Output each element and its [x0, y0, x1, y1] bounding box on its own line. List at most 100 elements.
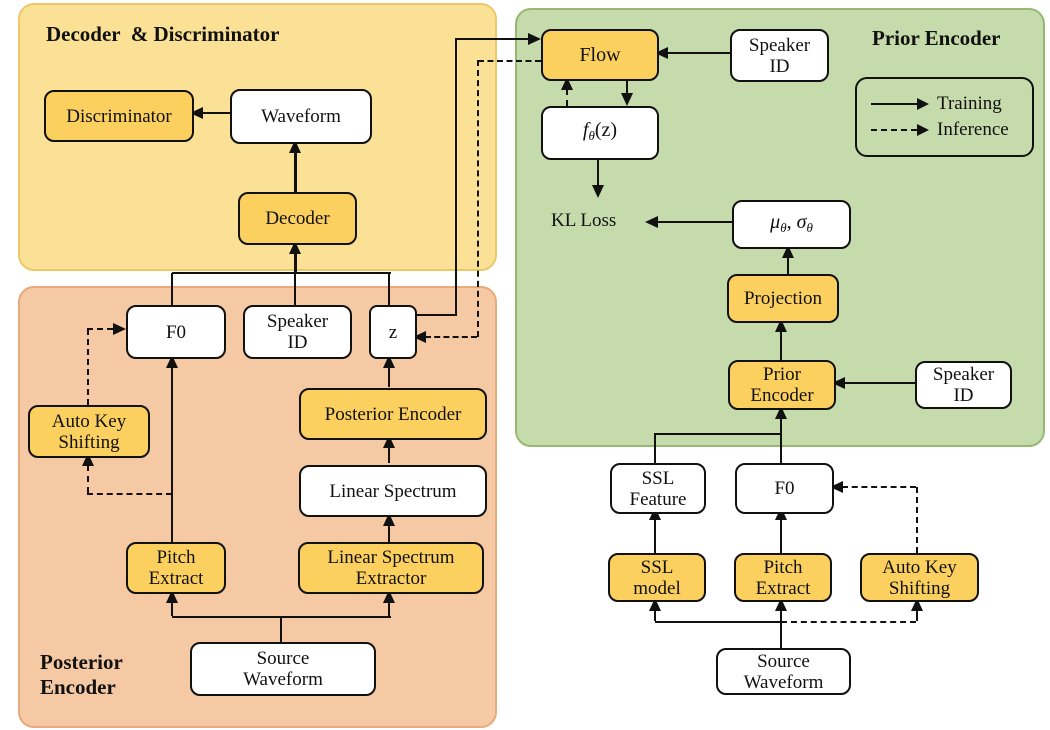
node-speaker-id-right: Speaker ID	[915, 361, 1012, 409]
node-speaker-id-top: Speaker ID	[730, 29, 829, 82]
node-pitch-extract-right: Pitch Extract	[734, 553, 832, 602]
node-posterior-encoder-label: Posterior Encoder	[324, 403, 462, 425]
edge-source-bus-right	[655, 621, 781, 623]
dashed-into-autokey-right	[916, 610, 918, 621]
node-z: z	[369, 305, 417, 359]
dashed-into-autokey-left	[87, 465, 89, 493]
edge-input-bus	[172, 272, 391, 274]
edge-bus-f0	[171, 273, 173, 305]
edge-f0-priorencoder	[780, 418, 782, 463]
prior-encoder-title: Prior Encoder	[872, 26, 1001, 50]
node-projection-label: Projection	[743, 288, 823, 309]
edge-sslfeature-join	[655, 433, 781, 435]
dashed-autokey-f0-h	[87, 328, 113, 330]
dashed-flow-z-h2	[425, 336, 477, 338]
posterior-encoder-title: Posterior Encoder	[40, 650, 123, 699]
node-z-label: z	[388, 321, 398, 343]
arrowhead-into-klloss-left	[645, 216, 658, 228]
node-f0-right: F0	[735, 463, 834, 514]
edge-z-flow-v	[455, 39, 457, 316]
node-posterior-encoder: Posterior Encoder	[299, 388, 487, 440]
node-ssl-feature-label: SSL Feature	[629, 467, 687, 510]
edge-bus-decoder	[294, 252, 297, 272]
node-linear-spectrum: Linear Spectrum	[299, 465, 487, 517]
node-source-waveform-right: Source Waveform	[716, 648, 851, 695]
node-f0-right-label: F0	[774, 478, 795, 499]
arrowhead-into-ftz	[621, 93, 633, 106]
node-ftz-label: fθ(z)	[582, 119, 618, 144]
training-arrowhead-icon	[917, 98, 929, 110]
edge-flow-ftz	[626, 77, 628, 94]
node-source-waveform-left: Source Waveform	[190, 642, 376, 696]
node-pitch-extract-right-label: Pitch Extract	[755, 556, 811, 599]
node-speaker-id-top-label: Speaker ID	[748, 34, 811, 77]
edge-source-bus	[172, 616, 391, 618]
node-prior-encoder: Prior Encoder	[728, 360, 836, 410]
edge-projection-musigma	[787, 257, 789, 274]
arrowhead-dashed-into-f0-left	[113, 323, 126, 335]
dashed-source-autokey-right	[781, 621, 916, 623]
node-flow-label: Flow	[579, 43, 621, 66]
arrowhead-into-flow-left	[528, 33, 541, 45]
node-auto-key-shifting-left: Auto Key Shifting	[28, 405, 150, 458]
node-mu-sigma-label: μθ, σθ	[770, 210, 813, 235]
node-ssl-model-label: SSL model	[633, 556, 681, 599]
edge-ftz-klloss	[597, 156, 599, 187]
edge-priorencoder-projection	[780, 331, 782, 360]
node-auto-key-shifting-right-label: Auto Key Shifting	[882, 556, 957, 599]
dashed-autokey-f0-right-v	[916, 487, 918, 553]
node-waveform-label: Waveform	[261, 106, 341, 127]
node-pitch-extract-left-label: Pitch Extract	[148, 547, 204, 589]
node-discriminator-label: Discriminator	[66, 105, 172, 127]
kl-loss-label: KL Loss	[551, 210, 617, 231]
decoder-discriminator-title: Decoder & Discriminator	[46, 22, 280, 46]
node-speaker-id-left: Speaker ID	[243, 305, 352, 359]
node-speaker-id-right-label: Speaker ID	[932, 364, 995, 406]
node-linear-spectrum-label: Linear Spectrum	[329, 480, 457, 502]
edge-decoder-waveform	[294, 151, 297, 192]
edge-bus-z	[388, 273, 390, 305]
edge-posteriorencoder-z	[388, 367, 390, 387]
dashed-ftz-flow	[566, 89, 568, 106]
edge-pitchextract-f0-right	[780, 519, 782, 553]
edge-bus-speakerid	[294, 273, 296, 305]
node-flow: Flow	[541, 29, 659, 81]
node-pitch-extract-left: Pitch Extract	[126, 542, 226, 594]
inference-arrowhead-icon	[917, 124, 929, 136]
node-f0-left: F0	[126, 305, 226, 359]
node-ssl-model: SSL model	[608, 553, 706, 602]
node-waveform: Waveform	[230, 89, 372, 144]
node-f0-left-label: F0	[165, 321, 187, 343]
edge-speakerid-priorencoder	[844, 382, 915, 384]
legend-inference-row: Inference	[871, 119, 1032, 140]
node-mu-sigma: μθ, σθ	[732, 200, 851, 249]
node-speaker-id-left-label: Speaker ID	[266, 311, 329, 353]
node-linear-spectrum-extractor: Linear Spectrum Extractor	[298, 542, 484, 594]
node-auto-key-shifting-left-label: Auto Key Shifting	[51, 410, 127, 453]
node-decoder-label: Decoder	[265, 208, 330, 229]
edge-into-sslmodel	[654, 610, 656, 621]
node-decoder: Decoder	[238, 192, 357, 245]
dashed-autokey-f0-right-h	[842, 486, 916, 488]
edge-speakerid-flow	[667, 52, 730, 54]
node-source-waveform-right-label: Source Waveform	[743, 650, 824, 693]
legend: Training Inference	[855, 77, 1034, 157]
dashed-flow-z-v	[477, 60, 479, 337]
edge-musigma-klloss	[657, 221, 732, 223]
edge-linearspectrum-posteriorencoder	[388, 447, 390, 463]
arrowhead-into-klloss	[592, 185, 604, 198]
legend-training-label: Training	[937, 93, 1002, 114]
node-discriminator: Discriminator	[44, 90, 194, 142]
node-linear-spectrum-extractor-label: Linear Spectrum Extractor	[327, 547, 455, 589]
dashed-pitch-autokey-left	[87, 493, 172, 495]
node-auto-key-shifting-right: Auto Key Shifting	[860, 553, 979, 602]
edge-pitchextract-f0	[171, 367, 173, 542]
node-projection: Projection	[727, 274, 839, 323]
edge-waveform-discriminator	[202, 112, 232, 114]
dashed-autokey-f0-v	[87, 329, 89, 405]
legend-inference-label: Inference	[937, 119, 1009, 140]
edge-z-flow-h2	[455, 38, 529, 40]
edge-sslfeature-up	[654, 433, 656, 463]
node-ftz: fθ(z)	[541, 106, 659, 160]
